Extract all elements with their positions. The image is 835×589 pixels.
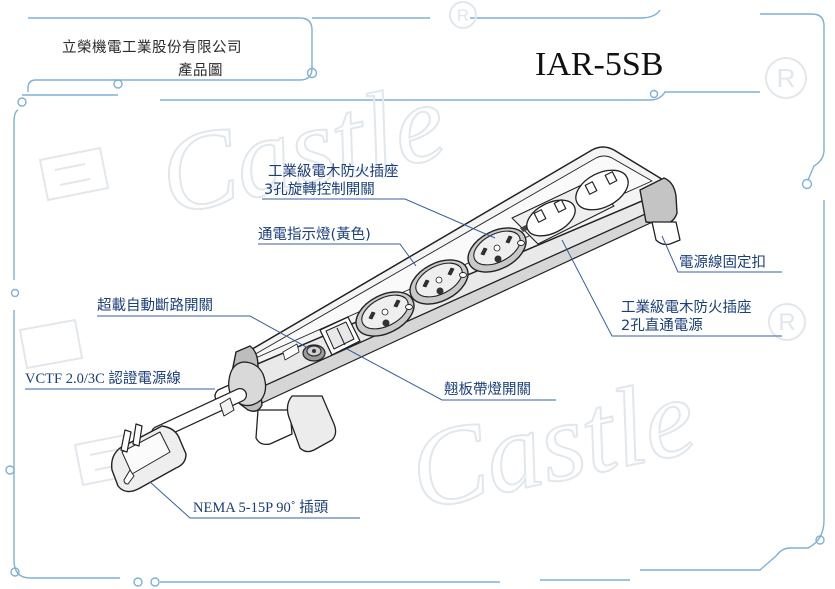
indicator-light (405, 304, 413, 310)
cord-sleeve (219, 397, 235, 417)
breaker-label-plate (282, 343, 300, 361)
callout-rocker-switch: 翹板帶燈開關 (444, 382, 531, 398)
registered-mark-icon (765, 57, 807, 99)
registered-mark-letter: R (778, 309, 795, 336)
direct-outlet-group (526, 169, 629, 237)
plug-prong (120, 423, 143, 453)
leader-rotary-outlet (262, 198, 496, 239)
callout-power-cord: VCTF 2.0/3C 認證電源線 (25, 371, 181, 387)
registered-mark-icon (768, 303, 806, 341)
frame-node (5, 465, 15, 475)
leader-cord-clamp (661, 235, 782, 273)
frame-bottom-line (160, 579, 630, 583)
model-number: IAR-5SB (535, 46, 664, 83)
callout-rotary-outlet-line2: 3孔旋轉控制開關 (264, 182, 375, 198)
frame-node (649, 89, 659, 99)
callout-direct-outlet-line1: 工業級電木防火插座 (621, 300, 752, 316)
frame-top-line (312, 9, 661, 19)
leader-indicator-light (258, 243, 417, 267)
leader-overload-breaker (97, 315, 309, 349)
callout-indicator-light: 通電指示燈(黃色) (258, 227, 371, 243)
rotary-outlet (355, 291, 415, 337)
frame-node (17, 97, 27, 107)
rotary-outlet (467, 227, 527, 273)
watermark-text: Castle (149, 59, 455, 240)
frame-upper-line (22, 91, 760, 101)
frame-left-line (13, 109, 120, 579)
callout-leaders (25, 198, 782, 519)
frame-right-line (640, 13, 825, 571)
frame-node (815, 535, 825, 545)
frame-node (113, 79, 123, 89)
indicator-light (459, 272, 467, 278)
indicator-light (517, 240, 525, 246)
direct-outlet (526, 199, 576, 237)
watermark-text: Castle (399, 354, 705, 535)
registered-mark-letter: R (777, 63, 796, 93)
callout-direct-outlet-line2: 2孔直通電源 (621, 318, 703, 334)
frame-node (306, 67, 318, 79)
registered-mark-icon (449, 1, 477, 29)
leader-plug (149, 481, 360, 519)
logo-emblem-icon (18, 146, 145, 487)
company-name: 立榮機電工業股份有限公司 (62, 40, 242, 56)
callout-rotary-outlet-line1: 工業級電木防火插座 (268, 164, 399, 180)
power-strip-drawing (110, 146, 681, 493)
frame-node (10, 288, 20, 298)
callout-plug: NEMA 5-15P 90˚ 插頭 (193, 500, 329, 516)
plug-ground-pin (123, 469, 135, 485)
decorative-frame (5, 9, 825, 587)
leader-rocker-switch (346, 348, 556, 401)
leader-direct-outlet (561, 239, 782, 337)
rocker-switch (319, 316, 361, 356)
drawing-type: 產品圖 (178, 63, 223, 79)
frame-node (10, 567, 20, 577)
frame-node (801, 178, 813, 190)
registered-mark-letter: R (457, 6, 469, 25)
direct-outlet (575, 169, 629, 211)
mounting-bracket (214, 221, 681, 453)
callout-cord-clamp: 電源線固定扣 (679, 255, 766, 271)
frame-node (150, 577, 160, 587)
rotary-outlet (409, 259, 469, 305)
rotary-outlet-group (355, 227, 527, 337)
indicator-light-group (405, 240, 525, 310)
frame-node (133, 577, 143, 587)
plug-drawing (110, 423, 187, 493)
overload-breaker-button (302, 344, 326, 362)
callout-overload-breaker: 超載自動斷路開關 (97, 298, 213, 314)
